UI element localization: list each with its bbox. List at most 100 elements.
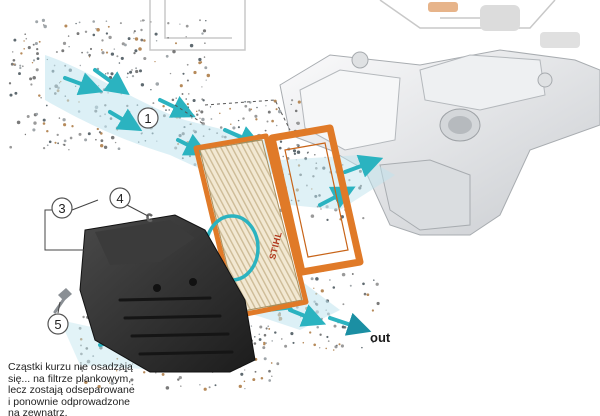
dust-particle: [127, 37, 131, 41]
dust-particle: [116, 370, 118, 372]
dust-particle: [268, 327, 271, 330]
dust-particle: [42, 146, 46, 150]
dust-particle: [180, 385, 182, 387]
svg-text:4: 4: [116, 191, 123, 206]
dust-particle: [85, 347, 89, 350]
clip-part: [146, 213, 153, 222]
dust-particle: [143, 371, 146, 374]
dust-particle: [195, 110, 198, 113]
dust-particle: [325, 347, 328, 350]
dust-particle: [362, 282, 365, 286]
dust-particle: [150, 21, 152, 23]
dust-particle: [19, 64, 22, 67]
dust-particle: [118, 369, 121, 372]
dust-particle: [180, 100, 183, 104]
dust-particle: [78, 21, 81, 24]
dust-particle: [198, 61, 202, 65]
dust-particle: [338, 343, 341, 346]
caption-line: i ponownie odprowadzone: [8, 395, 131, 408]
dust-particle: [126, 72, 129, 75]
dust-particle: [117, 147, 121, 151]
dust-particle: [8, 82, 12, 85]
dust-particle: [105, 32, 109, 35]
dust-particle: [46, 144, 49, 147]
dust-particle: [219, 126, 223, 129]
dust-particle: [116, 55, 119, 58]
dust-particle: [10, 62, 14, 66]
dust-particle: [310, 214, 315, 218]
dust-particle: [61, 49, 65, 53]
dust-particle: [26, 115, 30, 118]
dust-particle: [182, 113, 186, 118]
dust-particle: [120, 362, 123, 365]
dust-particle: [319, 347, 321, 349]
dust-particle: [35, 68, 39, 72]
dust-particle: [244, 104, 248, 108]
dust-particle: [79, 366, 84, 371]
dust-particle: [271, 375, 273, 377]
dust-particle: [196, 113, 199, 116]
dust-particle: [11, 51, 14, 53]
dust-particle: [105, 51, 109, 54]
dust-particle: [114, 141, 117, 144]
dust-particle: [68, 46, 70, 48]
dust-particle: [56, 133, 59, 137]
dust-particle: [40, 97, 42, 99]
dust-particle: [78, 326, 82, 330]
dust-particle: [38, 94, 41, 97]
dust-particle: [133, 37, 135, 40]
dust-particle: [237, 126, 240, 129]
dust-particle: [33, 121, 37, 125]
dust-particle: [63, 143, 66, 147]
dust-particle: [119, 22, 122, 25]
dust-particle: [279, 140, 283, 143]
dust-particle: [237, 119, 240, 122]
dust-particle: [313, 343, 317, 347]
dust-particle: [31, 61, 34, 64]
dust-particle: [316, 325, 319, 329]
dust-particle: [155, 40, 158, 42]
dust-particle: [175, 97, 177, 99]
dust-particle: [186, 63, 189, 66]
dust-particle: [256, 106, 258, 109]
dust-particle: [263, 341, 266, 344]
dust-particle: [27, 46, 31, 50]
callout-5: 5: [47, 313, 69, 335]
dust-particle: [133, 30, 136, 33]
dust-particle: [64, 24, 68, 28]
callouts: 1 2 3 4 5: [47, 107, 159, 335]
dust-particle: [130, 378, 134, 382]
dust-particle: [290, 332, 294, 336]
dust-particle: [341, 325, 345, 329]
dust-particle: [296, 121, 300, 126]
dust-particle: [23, 40, 25, 42]
dust-particle: [79, 64, 82, 67]
dust-particle: [140, 83, 145, 87]
dust-particle: [106, 72, 109, 75]
dust-particle: [120, 56, 124, 60]
dust-particle: [375, 282, 379, 286]
out-label: out: [370, 330, 391, 345]
dust-particle: [92, 20, 95, 23]
dust-particle: [138, 47, 142, 51]
dust-particle: [255, 118, 258, 121]
dust-particle: [108, 35, 112, 40]
guide-lines: [174, 99, 291, 131]
dust-particle: [186, 113, 188, 115]
dust-particle: [86, 359, 91, 364]
dust-particle: [180, 112, 182, 115]
caption-line: się... na filtrze plankowym,: [8, 372, 132, 385]
dust-particle: [140, 28, 143, 32]
dust-particle: [110, 52, 115, 56]
dust-particle: [154, 60, 156, 63]
dust-particle: [284, 344, 288, 348]
dust-particle: [202, 99, 205, 102]
dust-particle: [254, 114, 258, 118]
dust-particle: [100, 139, 104, 143]
dust-particle: [103, 145, 108, 149]
dust-particle: [105, 20, 108, 23]
dust-particle: [107, 25, 110, 28]
dust-particle: [290, 103, 292, 106]
dust-particle: [201, 32, 204, 35]
